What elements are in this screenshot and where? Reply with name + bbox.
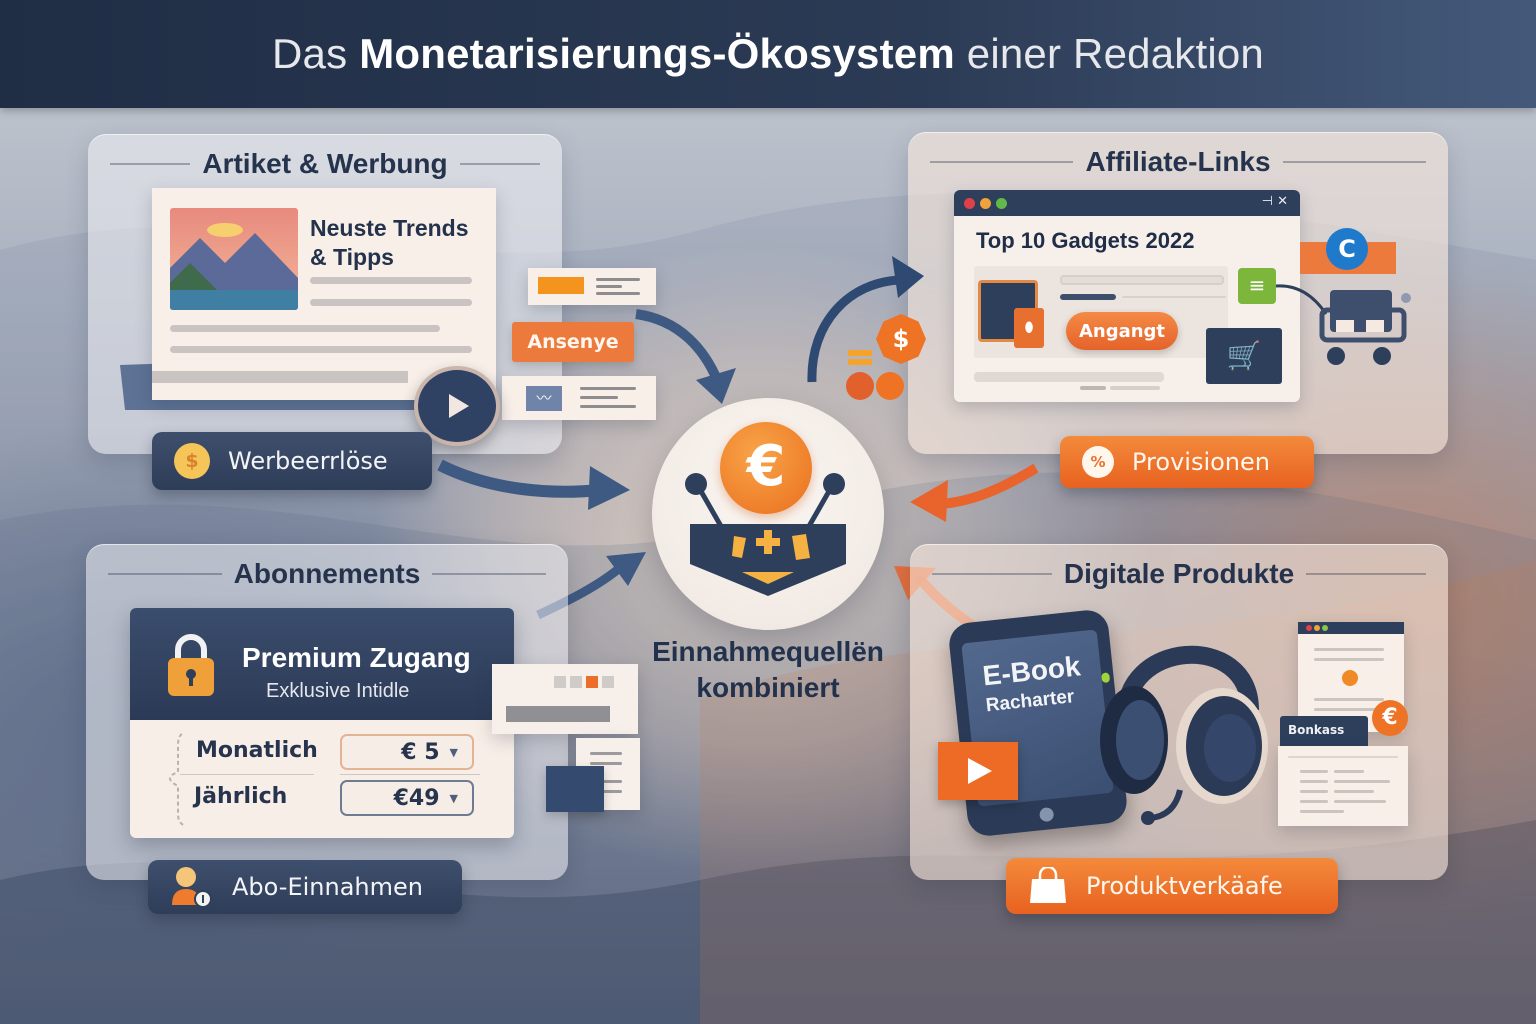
plan-label-monthly: Monatlich <box>196 738 318 763</box>
euro-badge-icon: € <box>1372 700 1408 736</box>
arrow-to-affiliate <box>807 256 924 383</box>
article-card: Neuste Trends & Tipps <box>152 188 496 400</box>
euro-coin-icon: € <box>720 422 812 514</box>
offer-button[interactable]: Angangt <box>1066 312 1178 350</box>
headphones-icon <box>1100 645 1268 825</box>
premium-card: Premium Zugang Exklusive Intidle Monatli… <box>130 608 514 838</box>
coins-stack-icon <box>846 350 904 400</box>
play-button[interactable] <box>414 366 500 446</box>
revenue-pill-affiliate[interactable]: % Provisionen <box>1060 436 1314 488</box>
location-tag-icon: ⬮ <box>1014 308 1044 348</box>
floating-window-snippet <box>492 664 638 734</box>
product-list-card <box>1278 746 1408 826</box>
panel-ads-title: Artiket & Werbung <box>88 148 562 180</box>
premium-subtitle: Exklusive Intidle <box>266 680 410 702</box>
dollar-coin-icon: $ <box>174 443 210 479</box>
video-play-icon <box>938 742 1018 800</box>
page-title: Das Monetarisierungs-Ökosystem einer Red… <box>272 30 1264 77</box>
ad-tag[interactable]: Ansenye <box>512 322 634 362</box>
mail-ad-snippet[interactable]: 〰 <box>502 376 656 420</box>
window-heading: Top 10 Gadgets 2022 <box>976 228 1195 253</box>
premium-card-header: Premium Zugang Exklusive Intidle <box>130 608 514 720</box>
ebook-title: E-Book Racharter <box>981 650 1082 717</box>
floating-navy-block <box>546 766 604 812</box>
mail-icon: 〰 <box>526 386 562 411</box>
percent-icon: % <box>1082 446 1114 478</box>
landscape-image-icon <box>170 208 298 310</box>
page-header: Das Monetarisierungs-Ökosystem einer Red… <box>0 0 1536 108</box>
panel-subscriptions-title: Abonnements <box>86 558 568 590</box>
chevron-down-icon: ▼ <box>449 745 458 759</box>
premium-title: Premium Zugang <box>242 642 471 673</box>
shopping-cart-folder-icon: 🛒 <box>1206 328 1282 384</box>
revenue-hub: € <box>652 398 884 630</box>
plan-bracket <box>169 733 187 827</box>
revenue-pill-digital[interactable]: Produktverkäafe <box>1006 858 1338 914</box>
plan-price-monthly[interactable]: € 5 ▼ <box>340 734 474 770</box>
window-controls[interactable]: ⊣ ✕ <box>1261 194 1288 209</box>
shopping-bag-icon <box>1030 867 1066 903</box>
revenue-pill-ads[interactable]: $ Werbeerrlöse <box>152 432 432 490</box>
padlock-icon <box>168 634 214 696</box>
plan-label-yearly: Jährlich <box>194 784 288 809</box>
article-title: Neuste Trends & Tipps <box>310 215 469 270</box>
chevron-down-icon: ▼ <box>449 791 458 805</box>
play-icon <box>449 394 469 418</box>
window-titlebar: ⊣ ✕ <box>954 190 1300 216</box>
chat-bubble-icon: ≡ <box>1238 268 1276 304</box>
ad-banner-snippet[interactable] <box>528 268 656 305</box>
panel-affiliate-title: Affiliate-Links <box>908 146 1448 178</box>
dollar-badge-icon: $ <box>876 314 926 364</box>
user-coin-icon <box>172 867 212 908</box>
revenue-pill-subscriptions[interactable]: Abo-Einnahmen <box>148 860 462 914</box>
bundle-tag: Bonkass <box>1280 716 1368 746</box>
hub-label: Einnahmequellën kombiniert <box>652 636 884 703</box>
panel-digital-title: Digitale Produkte <box>910 558 1448 590</box>
plan-price-yearly[interactable]: €49 ▼ <box>340 780 474 816</box>
shopping-trolley-icon <box>1319 290 1411 365</box>
refresh-circle-icon: C <box>1326 228 1368 270</box>
hub-graphic <box>685 473 846 596</box>
